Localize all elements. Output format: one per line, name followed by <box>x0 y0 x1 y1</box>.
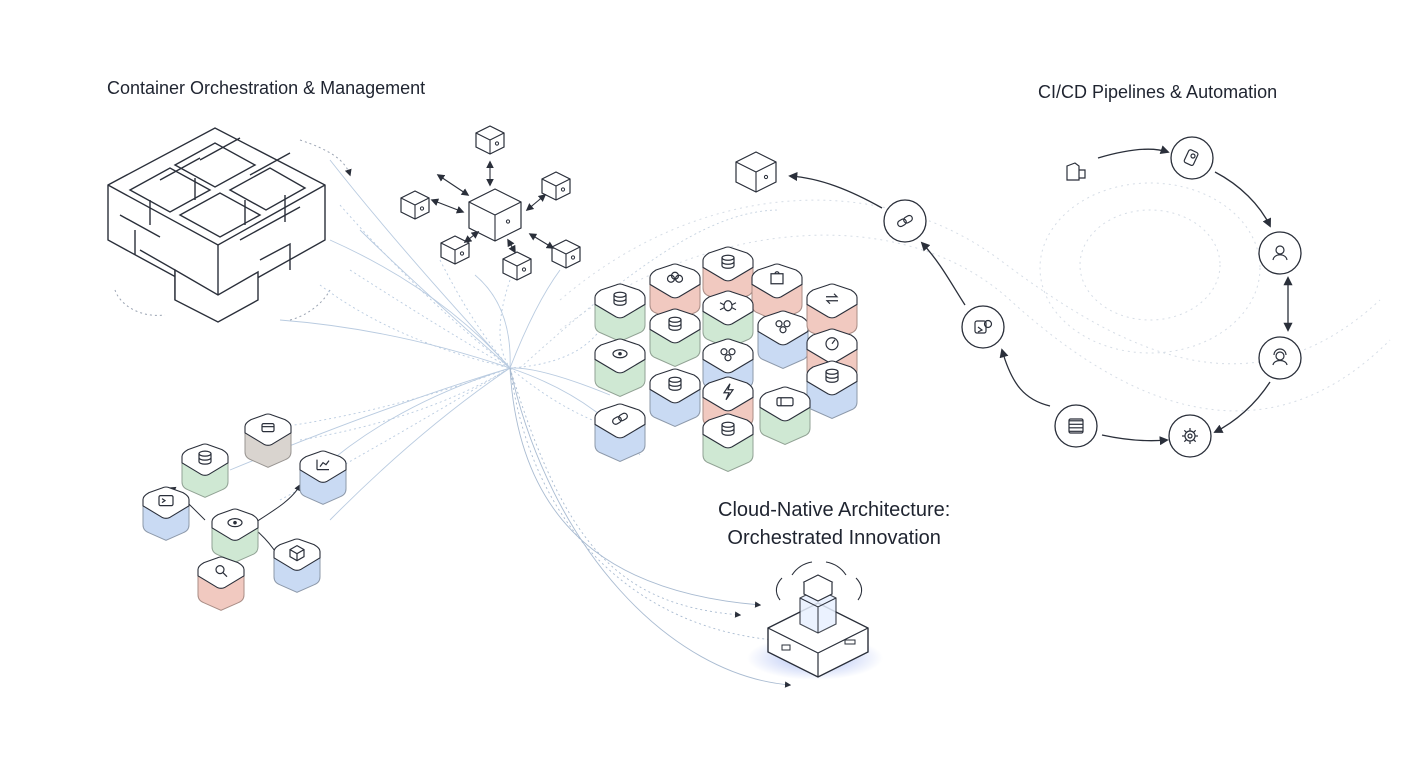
pipeline-step <box>1054 404 1098 448</box>
database-icon <box>668 376 682 391</box>
database-icon <box>721 421 735 436</box>
container-block <box>181 443 229 498</box>
nodes-icon <box>775 320 791 334</box>
container-block <box>649 308 701 368</box>
node-cube <box>440 235 470 265</box>
pipeline-step <box>1066 162 1086 181</box>
pipeline-step <box>1170 136 1214 180</box>
bolt-icon <box>722 383 735 401</box>
node-cube <box>735 151 777 193</box>
pipeline-step <box>735 151 777 193</box>
server-icon <box>776 397 794 407</box>
container-block <box>594 338 646 398</box>
container-block <box>197 556 245 611</box>
container-block <box>759 386 811 446</box>
container-block <box>649 368 701 428</box>
orchestration-curved-arrows <box>114 139 352 321</box>
link-icon <box>897 214 913 228</box>
background-swirl <box>559 182 1391 412</box>
container-block <box>244 413 292 468</box>
database-icon <box>198 450 212 465</box>
main-title-line-2: Orchestrated Innovation <box>727 527 941 549</box>
database-icon <box>668 316 682 331</box>
container-block <box>299 450 347 505</box>
pipeline-step <box>1258 336 1302 380</box>
container-block <box>594 403 646 463</box>
user-icon <box>1272 245 1288 261</box>
cluster-icon <box>666 271 684 283</box>
swap-icon <box>825 293 839 305</box>
link-icon <box>612 412 628 425</box>
container-block <box>806 360 858 420</box>
pipeline-step <box>883 199 927 243</box>
code-icon <box>1183 149 1199 166</box>
container-block <box>142 486 190 541</box>
database-icon <box>613 291 627 306</box>
cube-icon <box>289 544 305 562</box>
support-icon <box>1272 348 1288 366</box>
eye-icon <box>612 349 628 359</box>
node-cube <box>502 251 532 281</box>
cicd-pipeline-ring <box>735 136 1302 458</box>
main-title-line-1: Cloud-Native Architecture: <box>718 499 951 521</box>
package-icon <box>1066 162 1086 181</box>
bug-icon <box>719 300 737 312</box>
cicd-section-title: CI/CD Pipelines & Automation <box>1038 82 1278 102</box>
list-icon <box>1068 418 1084 434</box>
container-block <box>211 508 259 563</box>
container-block <box>702 290 754 350</box>
database-icon <box>721 254 735 269</box>
dial-icon <box>825 337 839 351</box>
node-cube <box>475 125 505 155</box>
pipeline-step <box>1168 414 1212 458</box>
pipeline-step <box>1258 231 1302 275</box>
node-cube <box>400 190 430 220</box>
container-block <box>806 283 858 343</box>
edge-server-device <box>747 561 883 680</box>
box-icon <box>261 423 275 433</box>
container-block <box>594 283 646 343</box>
data-flow-lines <box>229 159 792 688</box>
node-cube <box>551 239 581 269</box>
terminal-icon <box>158 495 174 507</box>
orchestration-section-title: Container Orchestration & Management <box>107 78 426 98</box>
eye-icon <box>227 518 243 528</box>
deploy-icon <box>974 319 993 334</box>
container-block <box>702 413 754 473</box>
node-cube <box>468 188 522 242</box>
microservice-cluster <box>142 413 347 611</box>
database-icon <box>825 368 839 383</box>
container-grid <box>594 246 858 473</box>
chart-icon <box>316 459 330 471</box>
container-block <box>273 538 321 593</box>
search-icon <box>215 565 228 578</box>
container-block <box>751 263 803 323</box>
main-diagram-title: Cloud-Native Architecture: Orchestrated … <box>718 496 950 552</box>
node-cube <box>541 171 571 201</box>
nodes-icon <box>720 348 736 362</box>
container-block <box>757 310 809 370</box>
scheduler-cube-cluster <box>400 125 581 281</box>
orchestration-maze-structure <box>107 127 326 323</box>
pipeline-step <box>961 305 1005 349</box>
puzzle-icon <box>770 271 784 285</box>
gear-icon <box>1182 428 1198 444</box>
container-block <box>702 246 754 306</box>
